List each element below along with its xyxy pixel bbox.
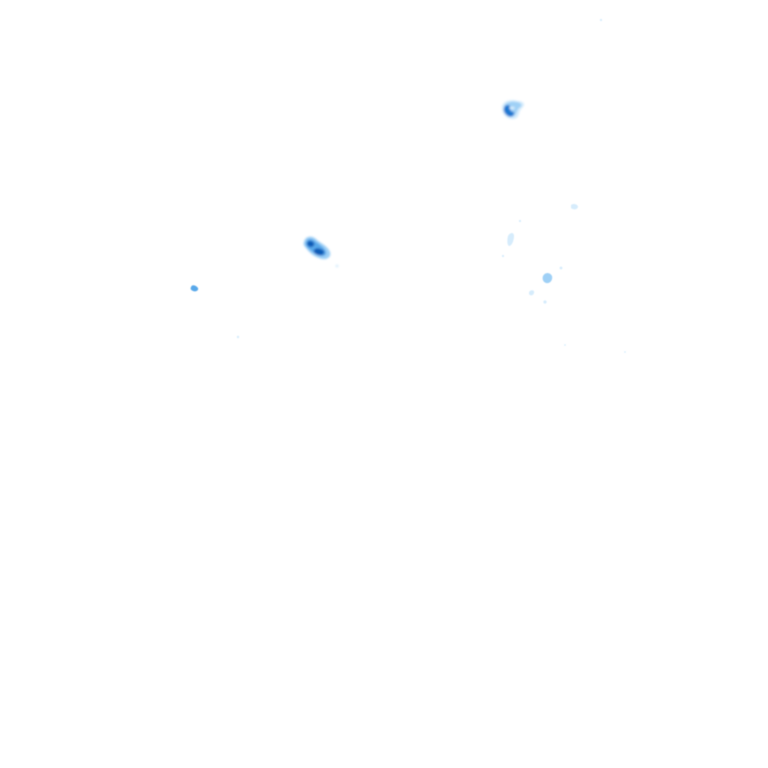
echo-moderate: [190, 285, 199, 292]
echo-trace: [509, 106, 515, 110]
echo-trace: [624, 351, 626, 353]
echo-trace: [559, 266, 563, 270]
radar-echo-cell: [190, 285, 199, 292]
echo-trace: [501, 254, 505, 258]
radar-echo-cell: [501, 100, 525, 120]
echo-light: [542, 273, 553, 284]
echo-trace: [543, 300, 547, 304]
radar-echo-cell: [303, 236, 339, 268]
echo-very-heavy: [313, 248, 325, 256]
echo-trace: [518, 219, 522, 223]
echo-trace: [571, 203, 578, 210]
echo-trace: [507, 233, 514, 246]
echo-heavy: [503, 104, 515, 117]
echo-trace: [564, 344, 566, 346]
echo-trace: [236, 335, 240, 339]
echo-trace: [529, 290, 535, 296]
echo-very-heavy: [307, 240, 315, 247]
echo-trace: [599, 18, 603, 22]
echo-trace: [335, 264, 339, 268]
radar-echo-scatter: [236, 18, 626, 353]
